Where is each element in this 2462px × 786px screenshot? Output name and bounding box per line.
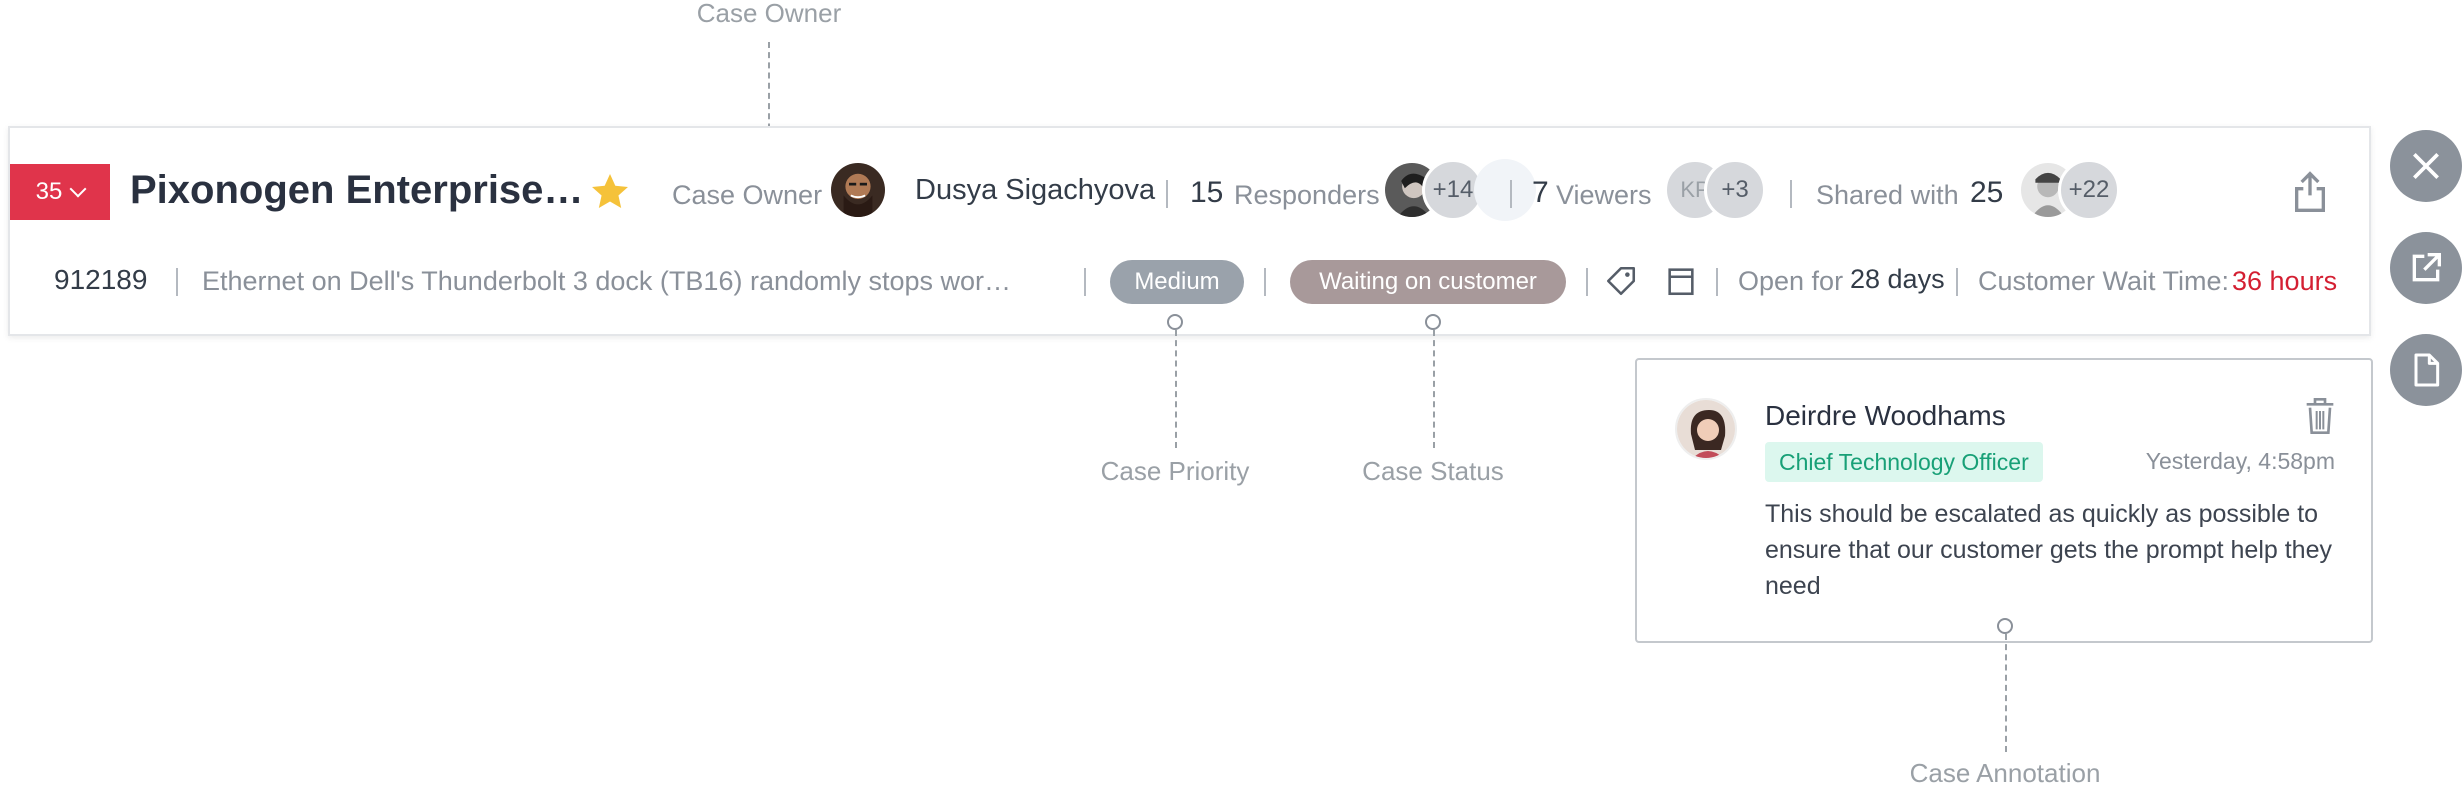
comment-author: Deirdre Woodhams <box>1765 400 2006 431</box>
owner-label: Case Owner <box>672 180 823 210</box>
case-title[interactable]: Pixonogen Enterprise… <box>130 168 584 212</box>
case-subject[interactable]: Ethernet on Dell's Thunderbolt 3 dock (T… <box>202 266 1012 296</box>
close-icon <box>2413 153 2439 179</box>
divider <box>1084 268 1086 296</box>
divider <box>176 268 178 296</box>
shared-label: Shared with <box>1816 180 1959 210</box>
divider <box>1510 180 1512 208</box>
shared-count: 25 <box>1970 176 2004 209</box>
owner-avatar[interactable] <box>828 160 888 220</box>
divider <box>1790 180 1792 208</box>
viewers-count: 7 <box>1532 176 1549 209</box>
priority-number: 35 <box>35 178 63 205</box>
tag-icon[interactable] <box>1604 264 1638 298</box>
owner-name[interactable]: Dusya Sigachyova <box>915 174 1156 206</box>
priority-pill[interactable]: Medium <box>1110 260 1244 304</box>
star-icon[interactable] <box>588 170 632 214</box>
annotation-case-status: Case Status <box>1362 456 1504 486</box>
annotation-dot-status <box>1425 314 1441 330</box>
responders-more[interactable]: +14 <box>1422 159 1484 221</box>
wait-time-value: 36 hours <box>2232 266 2338 296</box>
divider <box>1264 268 1266 296</box>
annotation-line-comment <box>2005 634 2007 752</box>
comment-author-role: Chief Technology Officer <box>1765 442 2043 482</box>
viewers-label: Viewers <box>1556 180 1652 210</box>
comment-text: This should be escalated as quickly as p… <box>1765 500 2332 600</box>
comment-author-avatar[interactable] <box>1675 398 1737 460</box>
case-id: 912189 <box>54 264 148 295</box>
responder-placeholder <box>1474 159 1536 221</box>
divider <box>1166 180 1168 208</box>
responders-label: Responders <box>1234 180 1380 210</box>
wait-time-label: Customer Wait Time: <box>1978 266 2230 296</box>
comment-timestamp: Yesterday, 4:58pm <box>2145 448 2335 474</box>
share-icon[interactable] <box>2290 170 2330 214</box>
open-for-label: Open for <box>1738 266 1844 296</box>
chevron-down-icon <box>69 180 87 198</box>
open-for-value: 28 days <box>1850 264 1945 294</box>
annotation-line-priority <box>1175 330 1177 448</box>
status-pill[interactable]: Waiting on customer <box>1290 260 1566 304</box>
calendar-icon[interactable] <box>1664 264 1698 298</box>
annotation-case-owner: Case Owner <box>696 0 842 28</box>
annotation-case-annotation: Case Annotation <box>1909 758 2101 786</box>
priority-number-dropdown[interactable]: 35 <box>10 164 110 220</box>
open-external-button[interactable] <box>2390 232 2462 304</box>
viewers-more[interactable]: +3 <box>1704 159 1766 221</box>
divider <box>1586 268 1588 296</box>
document-button[interactable] <box>2390 334 2462 406</box>
close-button[interactable] <box>2390 130 2462 202</box>
divider <box>1956 268 1958 296</box>
responders-count: 15 <box>1190 176 1224 209</box>
divider <box>1716 268 1718 296</box>
annotation-dot-comment <box>1997 618 2013 634</box>
document-icon <box>2414 353 2440 387</box>
trash-icon[interactable] <box>2303 396 2337 436</box>
case-annotation-card: Deirdre Woodhams Chief Technology Office… <box>1635 358 2373 643</box>
annotation-line-status <box>1433 330 1435 448</box>
annotation-dot-priority <box>1167 314 1183 330</box>
annotation-case-priority: Case Priority <box>1100 456 1250 486</box>
annotation-line-owner <box>768 42 770 160</box>
external-link-icon <box>2412 253 2441 282</box>
case-header: 35 Pixonogen Enterprise… Case Owner Dusy… <box>8 126 2371 336</box>
shared-more[interactable]: +22 <box>2058 159 2120 221</box>
